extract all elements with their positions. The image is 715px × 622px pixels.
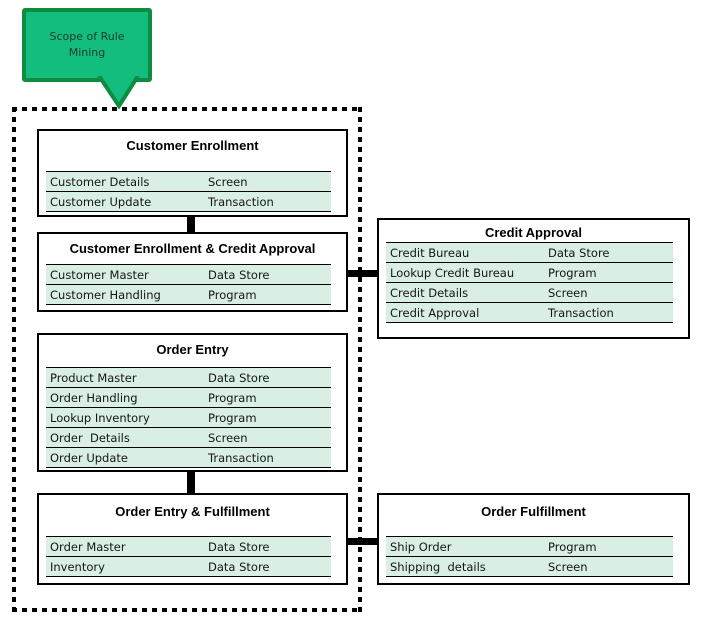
activity-table: Order Master Data Store Inventory Data S… <box>46 536 331 577</box>
artifact-type-cell: Data Store <box>548 245 610 260</box>
panel-order-fulfillment: Order Fulfillment Ship Order Program Shi… <box>377 493 690 585</box>
artifact-name-cell: Customer Handling <box>50 287 161 302</box>
table-row: Customer Details Screen <box>46 171 331 191</box>
table-row: Credit Bureau Data Store <box>386 242 673 262</box>
artifact-name-cell: Order Update <box>50 450 128 465</box>
artifact-type-cell: Data Store <box>208 370 270 385</box>
panel-title: Order Entry & Fulfillment <box>115 504 270 519</box>
artifact-type-cell: Screen <box>548 285 588 300</box>
activity-table: Customer Master Data Store Customer Hand… <box>46 264 331 305</box>
table-row: Product Master Data Store <box>46 367 331 387</box>
table-row: Order Update Transaction <box>46 447 331 467</box>
panel-title: Customer Enrollment <box>126 138 259 153</box>
table-row: Inventory Data Store <box>46 556 331 576</box>
artifact-name-cell: Shipping details <box>390 559 486 574</box>
activity-table: Ship Order Program Shipping details Scre… <box>386 536 673 577</box>
artifact-name-cell: Ship Order <box>390 539 452 554</box>
callout-text: Scope of Rule Mining <box>49 30 125 59</box>
table-row: Credit Details Screen <box>386 282 673 302</box>
table-row: Order Handling Program <box>46 387 331 407</box>
artifact-type-cell: Screen <box>208 430 248 445</box>
table-row: Customer Update Transaction <box>46 191 331 211</box>
artifact-name-cell: Order Details <box>50 430 130 445</box>
panel-credit-approval: Credit Approval Credit Bureau Data Store… <box>377 218 690 339</box>
table-row: Lookup Inventory Program <box>46 407 331 427</box>
artifact-name-cell: Customer Master <box>50 267 149 282</box>
artifact-type-cell: Transaction <box>208 194 274 209</box>
table-row: Shipping details Screen <box>386 556 673 576</box>
connector-enrollment-to-credit-group <box>187 214 195 234</box>
artifact-type-cell: Data Store <box>208 559 270 574</box>
activity-table: Product Master Data Store Order Handling… <box>46 367 331 468</box>
scope-boundary-top <box>12 107 362 111</box>
artifact-name-cell: Inventory <box>50 559 105 574</box>
scope-callout: Scope of Rule Mining <box>22 8 152 82</box>
table-row: Credit Approval Transaction <box>386 302 673 322</box>
table-row: Ship Order Program <box>386 536 673 556</box>
artifact-type-cell: Screen <box>208 174 248 189</box>
artifact-type-cell: Program <box>548 265 597 280</box>
artifact-type-cell: Program <box>208 287 257 302</box>
artifact-type-cell: Program <box>208 390 257 405</box>
table-row: Lookup Credit Bureau Program <box>386 262 673 282</box>
table-row: Customer Master Data Store <box>46 264 331 284</box>
panel-title: Order Fulfillment <box>481 504 586 519</box>
panel-title: Customer Enrollment & Credit Approval <box>69 241 316 256</box>
scope-boundary-left <box>12 107 16 612</box>
activity-table: Customer Details Screen Customer Update … <box>46 171 331 212</box>
artifact-name-cell: Lookup Credit Bureau <box>390 265 515 280</box>
artifact-type-cell: Data Store <box>208 267 270 282</box>
artifact-name-cell: Product Master <box>50 370 137 385</box>
table-row: Order Details Screen <box>46 427 331 447</box>
artifact-type-cell: Transaction <box>548 305 614 320</box>
table-row: Order Master Data Store <box>46 536 331 556</box>
panel-customer-enrollment: Customer Enrollment Customer Details Scr… <box>37 129 348 217</box>
artifact-name-cell: Order Master <box>50 539 126 554</box>
panel-title: Order Entry <box>156 342 229 357</box>
scope-boundary-bottom <box>12 608 362 612</box>
panel-order-entry-fulfillment: Order Entry & Fulfillment Order Master D… <box>37 493 348 585</box>
scope-boundary <box>12 107 362 612</box>
callout-tail-icon <box>97 76 140 110</box>
scope-boundary-right <box>358 107 362 612</box>
artifact-type-cell: Program <box>208 410 257 425</box>
activity-table: Credit Bureau Data Store Lookup Credit B… <box>386 242 673 323</box>
artifact-name-cell: Customer Details <box>50 174 150 189</box>
artifact-name-cell: Order Handling <box>50 390 138 405</box>
table-row: Customer Handling Program <box>46 284 331 304</box>
artifact-name-cell: Lookup Inventory <box>50 410 150 425</box>
connector-to-order-fulfillment <box>344 538 380 545</box>
artifact-type-cell: Data Store <box>208 539 270 554</box>
connector-to-credit-approval <box>344 270 380 277</box>
artifact-type-cell: Program <box>548 539 597 554</box>
artifact-name-cell: Credit Details <box>390 285 469 300</box>
artifact-name-cell: Credit Bureau <box>390 245 470 260</box>
panel-title: Credit Approval <box>484 225 583 240</box>
artifact-name-cell: Customer Update <box>50 194 152 209</box>
panel-order-entry: Order Entry Product Master Data Store Or… <box>37 333 348 472</box>
panel-customer-enrollment-credit-approval: Customer Enrollment & Credit Approval Cu… <box>37 232 348 312</box>
artifact-type-cell: Screen <box>548 559 588 574</box>
artifact-type-cell: Transaction <box>208 450 274 465</box>
artifact-name-cell: Credit Approval <box>390 305 480 320</box>
connector-orderentry-to-fulfillment-group <box>187 469 195 495</box>
